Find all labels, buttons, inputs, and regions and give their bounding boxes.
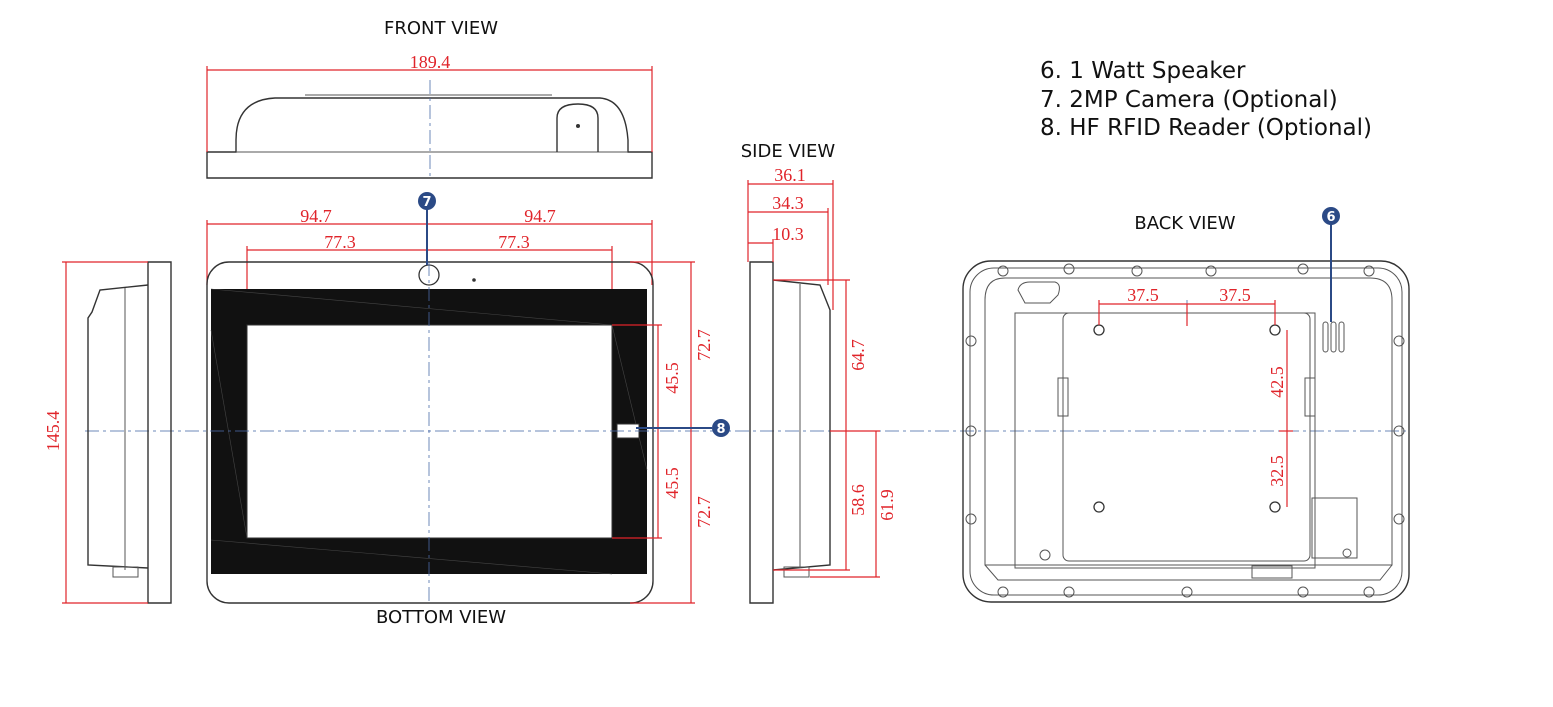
dim-half-height-lower: 72.7 <box>694 496 714 528</box>
side-bezel <box>749 261 774 604</box>
dim-depth-bezel: 10.3 <box>772 224 804 244</box>
dim-depth-total: 36.1 <box>774 165 806 185</box>
legend-item-camera: 7. 2MP Camera (Optional) <box>1040 87 1338 113</box>
bezel-reflection-b <box>210 539 613 575</box>
callout-8-badge <box>712 419 730 437</box>
dim-screen-half-left: 77.3 <box>324 232 356 252</box>
screw-boss <box>1131 265 1143 277</box>
vesa-hole-tr <box>1269 324 1281 336</box>
back-housing-outer <box>962 260 1410 603</box>
screw-boss <box>965 335 977 347</box>
side-connector <box>783 566 810 578</box>
back-panel-frame <box>1014 312 1316 569</box>
back-housing-lip <box>969 267 1403 596</box>
dim-screen-height-upper: 45.5 <box>662 362 682 394</box>
back-vesa-plate <box>1062 312 1311 562</box>
front-view: FRONT VIEW 189.4 <box>206 18 653 180</box>
dim-depth-mid: 34.3 <box>772 193 804 213</box>
light-sensor <box>472 278 476 282</box>
screw-boss <box>997 265 1009 277</box>
camera-bump-outline <box>556 103 599 152</box>
back-handle-slot <box>1017 281 1060 304</box>
screw-boss <box>1297 263 1309 275</box>
screw-boss <box>965 513 977 525</box>
side-body <box>772 279 831 571</box>
left-profile-bezel <box>147 261 172 604</box>
top-housing-outline <box>206 97 653 179</box>
back-bottom-ledge <box>984 564 1393 581</box>
dim-total-height: 145.4 <box>43 411 63 452</box>
left-profile-body <box>87 284 149 569</box>
legend-item-rfid: 8. HF RFID Reader (Optional) <box>1040 115 1372 141</box>
dim-back-vesa-right: 37.5 <box>1219 285 1251 305</box>
back-bottom-port <box>1251 565 1293 579</box>
screw-boss <box>1063 263 1075 275</box>
bezel-reflection-a <box>210 288 613 326</box>
back-screw-bosses <box>965 263 1405 598</box>
screw-boss <box>1363 265 1375 277</box>
vesa-hole-br <box>1269 501 1281 513</box>
dim-back-vesa-upper: 42.5 <box>1267 366 1287 398</box>
back-clip-right <box>1304 377 1316 417</box>
screw-boss <box>1393 335 1405 347</box>
dim-back-vesa-lower: 32.5 <box>1267 455 1287 487</box>
vesa-hole-tl <box>1093 324 1105 336</box>
front-view-label: FRONT VIEW <box>384 18 498 39</box>
dim-side-lower-outer: 61.9 <box>877 489 897 521</box>
left-profile-connector <box>112 566 139 578</box>
power-button <box>1039 549 1051 561</box>
dim-screen-half-right: 77.3 <box>498 232 530 252</box>
screw-boss <box>1363 586 1375 598</box>
dim-side-lower-inner: 58.6 <box>848 484 868 516</box>
screw-boss <box>1297 586 1309 598</box>
callout-8-number: 8 <box>716 422 725 437</box>
callout-6-number: 6 <box>1326 210 1335 225</box>
screw-boss <box>1181 586 1193 598</box>
legend: 6. 1 Watt Speaker 7. 2MP Camera (Optiona… <box>1040 58 1372 141</box>
dim-screen-height-lower: 45.5 <box>662 467 682 499</box>
screw-boss <box>1205 265 1217 277</box>
callout-6-badge <box>1322 207 1340 225</box>
dim-half-height-upper: 72.7 <box>694 329 714 361</box>
vesa-hole-bl <box>1093 501 1105 513</box>
bottom-view-label: BOTTOM VIEW <box>376 607 506 628</box>
legend-item-speaker: 6. 1 Watt Speaker <box>1040 58 1246 84</box>
side-view: SIDE VIEW 36.1 34.3 10.3 64.7 58.6 61.9 <box>741 141 897 604</box>
callout-7-badge <box>418 192 436 210</box>
back-inner-tray <box>984 277 1393 566</box>
camera-dot <box>576 124 580 128</box>
bezel-reflection-d <box>611 324 648 471</box>
screw-boss <box>965 425 977 437</box>
screw-boss <box>1393 425 1405 437</box>
bezel-reflection-c <box>210 329 248 539</box>
back-clip-left <box>1057 377 1069 417</box>
indicator-led <box>1342 548 1352 558</box>
speaker-grille <box>1322 321 1345 353</box>
screw-boss <box>997 586 1009 598</box>
dim-half-width-left: 94.7 <box>300 206 332 226</box>
screw-boss <box>1063 586 1075 598</box>
back-view: BACK VIEW <box>962 207 1410 603</box>
screw-boss <box>1393 513 1405 525</box>
side-view-label: SIDE VIEW <box>741 141 836 162</box>
dim-back-vesa-left: 37.5 <box>1127 285 1159 305</box>
front-housing <box>206 261 654 604</box>
back-io-box <box>1311 497 1358 559</box>
callout-7-number: 7 <box>422 195 431 210</box>
dim-half-width-right: 94.7 <box>524 206 556 226</box>
dim-side-upper: 64.7 <box>848 339 868 371</box>
dim-top-width: 189.4 <box>410 52 451 72</box>
front-panel-view: 94.7 94.7 77.3 77.3 45.5 45.5 72.7 72.7 <box>85 192 1410 628</box>
left-profile-view: 145.4 <box>43 261 172 604</box>
back-view-label: BACK VIEW <box>1134 213 1235 234</box>
